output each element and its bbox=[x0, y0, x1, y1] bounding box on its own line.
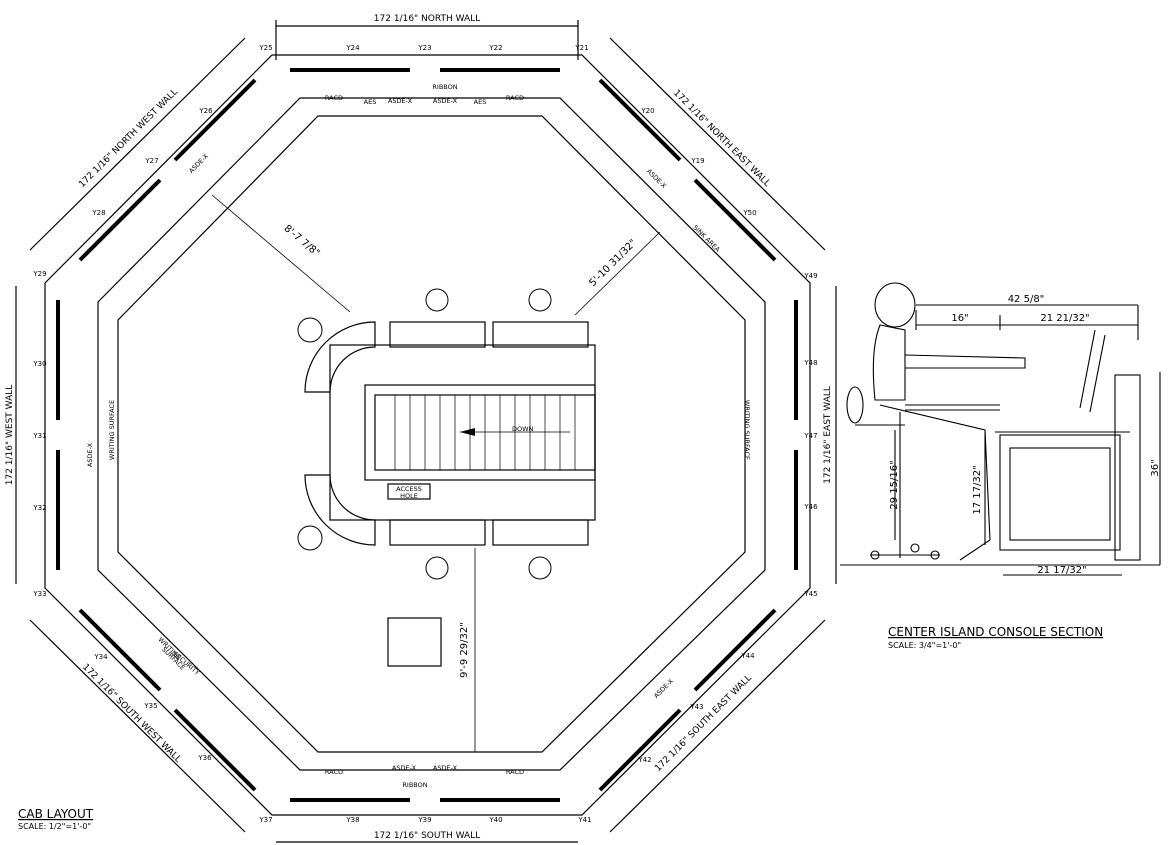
cab-layout-title: CAB LAYOUT bbox=[18, 807, 94, 821]
gridline-tag: Y49 bbox=[803, 272, 817, 280]
outer-octagon bbox=[44, 54, 811, 816]
chair-icon bbox=[528, 288, 552, 312]
equipment-label: RIBBON bbox=[432, 83, 457, 91]
south-west-wall-label: 172 1/16" SOUTH WEST WALL bbox=[80, 662, 183, 765]
section-dimension: 21 17/32" bbox=[1037, 565, 1086, 576]
gridline-tag: Y25 bbox=[258, 44, 272, 52]
down-label: DOWN bbox=[512, 425, 534, 433]
south-dimension: 9'-9 29/32" bbox=[459, 622, 470, 678]
gridline-tag: Y20 bbox=[640, 107, 654, 115]
equipment-label: ASDE-X bbox=[433, 97, 458, 105]
gridline-tag: Y32 bbox=[32, 504, 46, 512]
equipment-label: AES bbox=[364, 98, 377, 106]
section-title: CENTER ISLAND CONSOLE SECTION bbox=[888, 625, 1103, 639]
gridline-tag: Y30 bbox=[32, 360, 46, 368]
equipment-label: ASDE-X bbox=[187, 152, 210, 175]
section-drawing bbox=[840, 282, 1161, 576]
gridline-tag: Y21 bbox=[574, 44, 588, 52]
chair-icon bbox=[425, 288, 449, 312]
gridline-tag: Y19 bbox=[690, 157, 704, 165]
east-wall-label: 172 1/16" EAST WALL bbox=[823, 386, 833, 484]
cab-layout-scale: SCALE: 1/2"=1'-0" bbox=[18, 822, 91, 831]
nw-dimension: 8'-7 7/8" bbox=[282, 223, 322, 259]
writing-surface-label: WRITING SURFACE bbox=[108, 400, 116, 460]
equipment-label: ASDE-X bbox=[652, 677, 675, 700]
equipment-label: ASDE-X bbox=[645, 167, 668, 190]
equipment-label: RACD bbox=[325, 94, 343, 102]
equipment-label: ASDE-X bbox=[433, 764, 458, 772]
gridline-tag: Y44 bbox=[740, 652, 755, 660]
chair-icon bbox=[297, 525, 323, 551]
chair-icon bbox=[425, 556, 449, 580]
gridline-tag: Y46 bbox=[803, 503, 818, 511]
access-hole-label-2: HOLE bbox=[400, 492, 418, 500]
gridline-tag: Y31 bbox=[32, 432, 46, 440]
west-wall-label: 172 1/16" WEST WALL bbox=[5, 385, 15, 486]
gridline-tag: Y39 bbox=[417, 816, 431, 824]
gridline-tag: Y22 bbox=[488, 44, 502, 52]
section-dimension: 21 21/32" bbox=[1040, 313, 1089, 324]
equipment-label: ASDE-X bbox=[392, 764, 417, 772]
inner-octagon bbox=[117, 115, 746, 753]
equipment-label: RIBBON bbox=[402, 781, 427, 789]
access-hole-label: ACCESS bbox=[396, 485, 422, 493]
down-arrow-icon bbox=[460, 428, 475, 436]
ne-dimension: 5'-10 31/32" bbox=[587, 237, 639, 289]
sink-area-label: SINK AREA bbox=[691, 223, 722, 254]
gridline-tag: Y41 bbox=[577, 816, 591, 824]
console-octagon bbox=[97, 97, 766, 771]
section-dimension: 42 5/8" bbox=[1008, 294, 1045, 305]
gridline-tag: Y37 bbox=[258, 816, 272, 824]
gridline-tag: Y24 bbox=[345, 44, 360, 52]
gridline-tag: Y50 bbox=[742, 209, 756, 217]
equipment-label: RACD bbox=[325, 768, 343, 776]
chair-icon bbox=[297, 317, 323, 343]
equipment-label: RACD bbox=[506, 768, 524, 776]
gridline-tag: Y42 bbox=[637, 756, 651, 764]
gridline-tag: Y35 bbox=[143, 702, 157, 710]
gridline-tag: Y23 bbox=[417, 44, 431, 52]
section-dimension: 16" bbox=[951, 313, 968, 324]
gridline-tag: Y36 bbox=[197, 754, 212, 762]
gridline-tag: Y33 bbox=[32, 590, 46, 598]
gridline-tag: Y45 bbox=[803, 590, 817, 598]
equipment-label: ASDE-X bbox=[388, 97, 413, 105]
north-wall-label: 172 1/16" NORTH WALL bbox=[374, 14, 480, 24]
gridline-tag: Y26 bbox=[198, 107, 213, 115]
gridline-tag: Y38 bbox=[345, 816, 359, 824]
equipment-label: RACD bbox=[506, 94, 524, 102]
section-dimension: 36" bbox=[1150, 459, 1161, 476]
gridline-tag: Y28 bbox=[91, 209, 105, 217]
north-west-wall-label: 172 1/16" NORTH WEST WALL bbox=[77, 87, 180, 190]
equipment-label: AES bbox=[474, 98, 487, 106]
section-dimension: 29 15/16" bbox=[889, 460, 900, 509]
gridline-tag: Y47 bbox=[803, 432, 817, 440]
floor-opening bbox=[387, 617, 442, 667]
gridline-tag: Y48 bbox=[803, 359, 817, 367]
equipment-label: ASDE-X bbox=[86, 442, 94, 467]
gridline-tag: Y43 bbox=[689, 703, 703, 711]
north-east-wall-label: 172 1/16" NORTH EAST WALL bbox=[671, 88, 772, 189]
gridline-tag: Y29 bbox=[32, 270, 46, 278]
gridline-tag: Y27 bbox=[144, 157, 158, 165]
south-wall-label: 172 1/16" SOUTH WALL bbox=[374, 831, 480, 841]
section-scale: SCALE: 3/4"=1'-0" bbox=[888, 641, 961, 650]
writing-surface-label: WRITING SURFACE bbox=[743, 400, 751, 460]
section-dimension: 17 17/32" bbox=[972, 465, 983, 514]
chair-icon bbox=[528, 556, 552, 580]
gridline-tag: Y34 bbox=[93, 653, 108, 661]
gridline-tag: Y40 bbox=[488, 816, 502, 824]
